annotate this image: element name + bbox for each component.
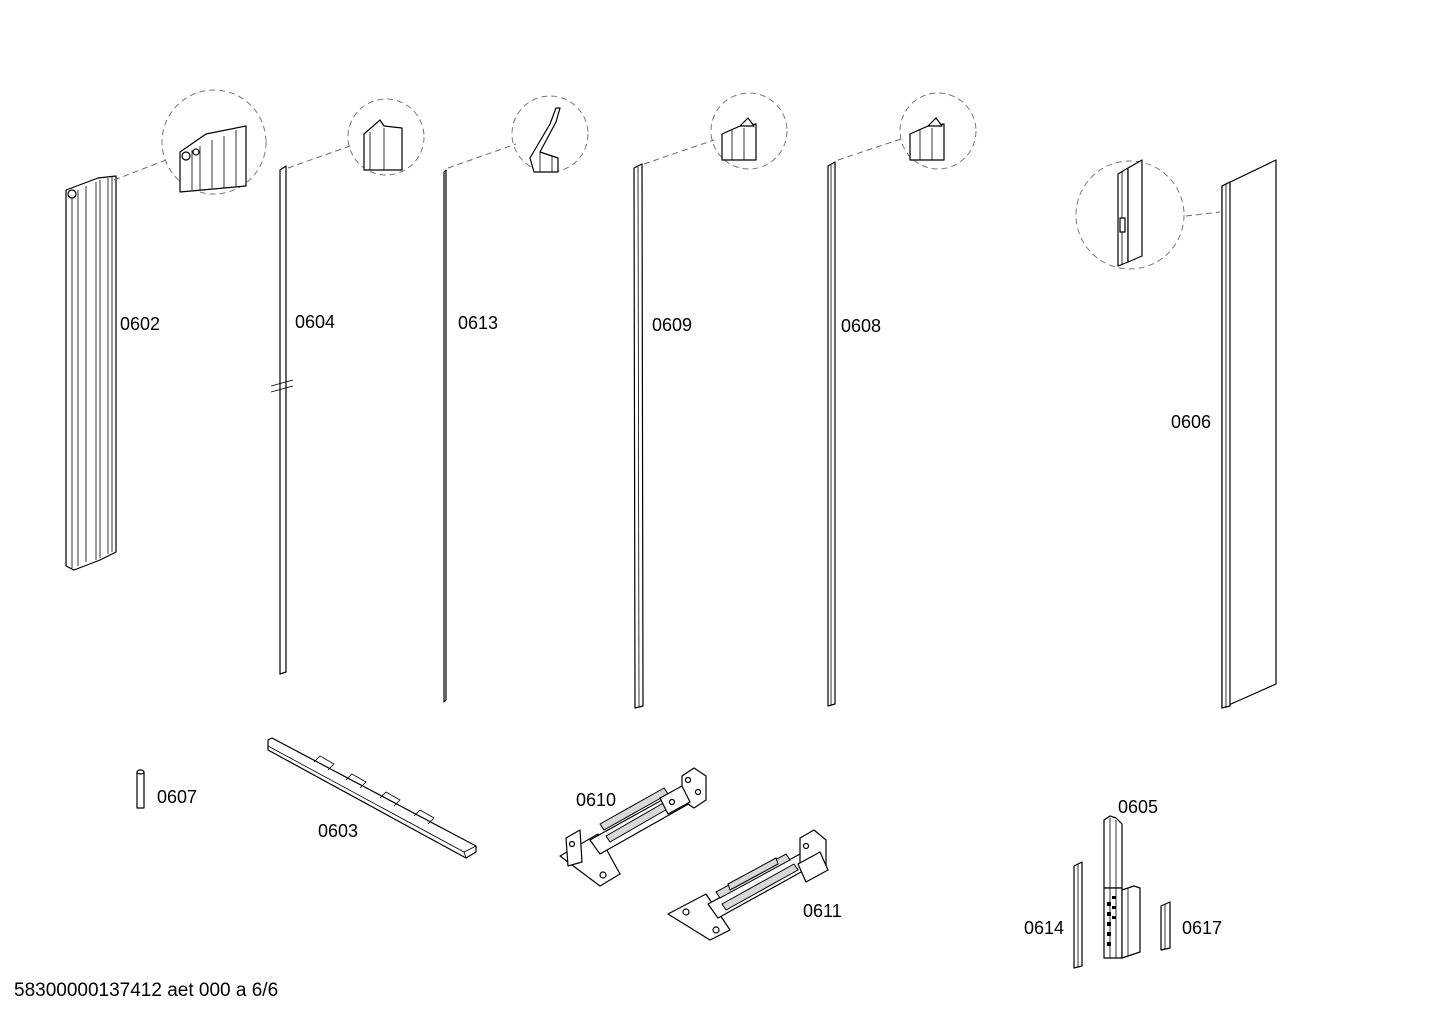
- part-0608-strip: [827, 92, 977, 707]
- label-0617: 0617: [1182, 918, 1222, 938]
- part-0603-rail: [267, 737, 477, 859]
- part-0617-bar: [1160, 901, 1171, 951]
- part-0613-strip: [443, 95, 589, 703]
- part-0606-panel: [1075, 159, 1277, 709]
- label-0611: 0611: [803, 901, 842, 921]
- part-0602-profile: [65, 89, 267, 571]
- part-0607-pin: [136, 769, 145, 809]
- part-0605-block: [1103, 815, 1141, 959]
- label-0613: 0613: [458, 313, 498, 333]
- label-0604: 0604: [295, 312, 335, 332]
- label-0614: 0614: [1024, 918, 1064, 938]
- part-0610-bracket: [559, 767, 707, 887]
- part-0614-bar: [1073, 861, 1083, 969]
- label-0602: 0602: [120, 314, 160, 334]
- document-code-footer: 58300000137412 aet 000 a 6/6: [14, 980, 279, 1001]
- label-0603: 0603: [318, 821, 358, 841]
- label-0610: 0610: [576, 790, 616, 810]
- label-0606: 0606: [1171, 412, 1211, 432]
- part-0609-strip: [633, 92, 788, 709]
- label-0607: 0607: [157, 787, 197, 807]
- label-0609: 0609: [652, 315, 692, 335]
- part-0604-strip: [270, 98, 425, 675]
- label-0605: 0605: [1118, 797, 1158, 817]
- label-0608: 0608: [841, 316, 881, 336]
- part-0611-bracket: [667, 829, 829, 941]
